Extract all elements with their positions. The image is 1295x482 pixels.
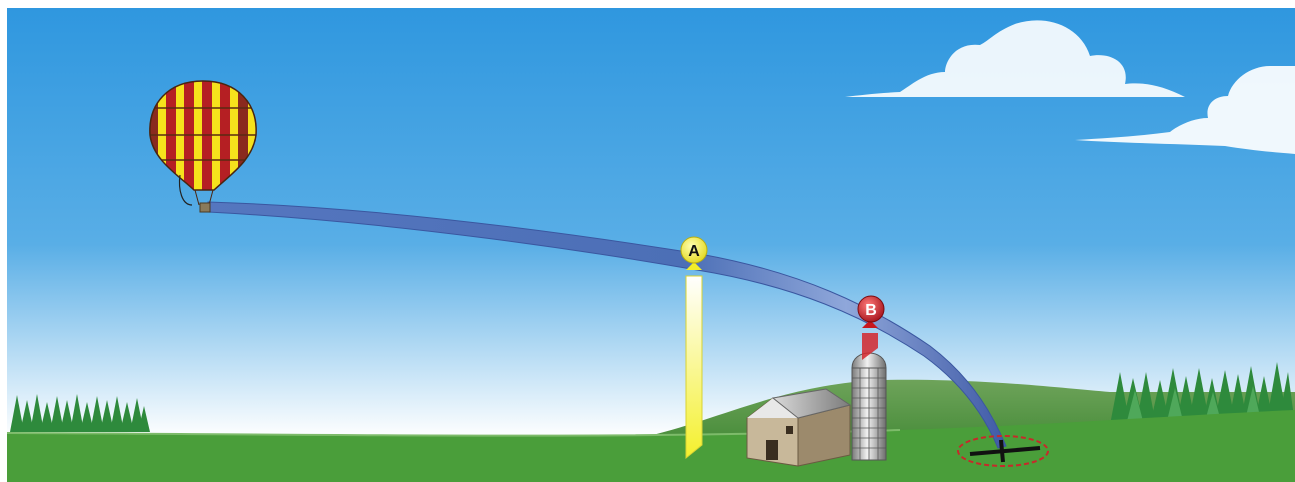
marker-b-label: B xyxy=(865,302,877,319)
silo-icon xyxy=(852,353,886,460)
marker-a-label: A xyxy=(688,243,700,260)
marker-b: B xyxy=(858,296,884,322)
marker-a: A xyxy=(681,237,707,263)
altitude-bar-a xyxy=(686,276,702,458)
